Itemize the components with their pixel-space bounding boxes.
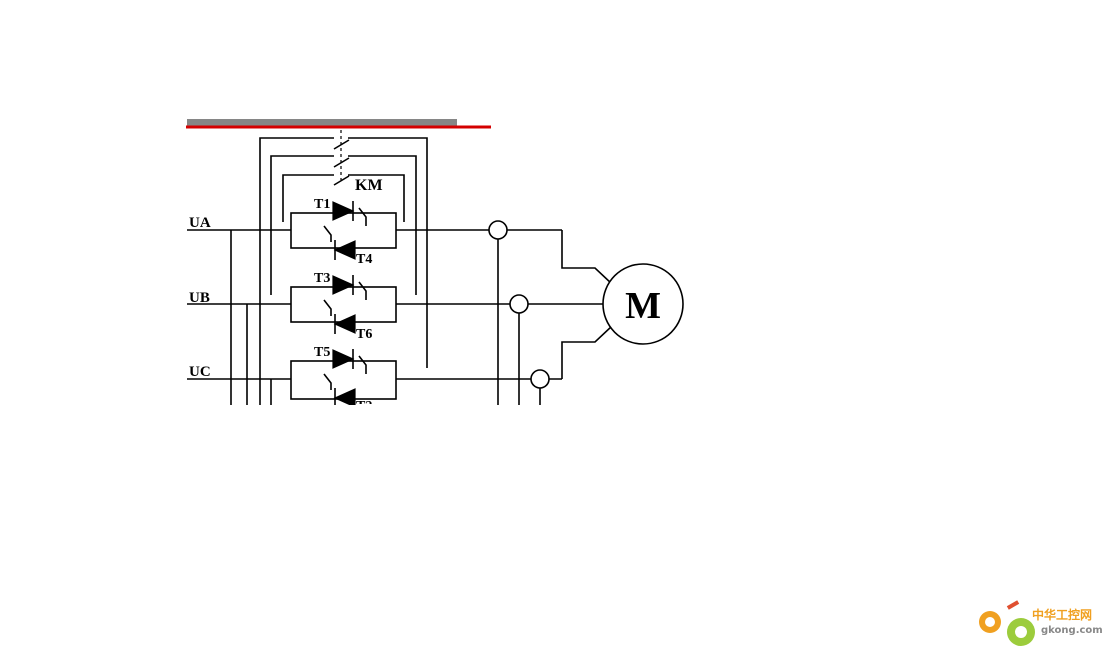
watermark-logo: 中华工控网 gkong.com xyxy=(979,600,1103,646)
thyristor-label-t5: T5 xyxy=(314,345,330,360)
thyristor-label-t6: T6 xyxy=(356,327,372,342)
km-label: KM xyxy=(355,177,383,194)
current-transformers xyxy=(488,220,550,405)
watermark-brand: 中华工控网 xyxy=(1032,607,1092,622)
input-label-ua: UA xyxy=(189,215,211,231)
gear-icon xyxy=(979,600,1035,646)
input-label-ub: UB xyxy=(189,290,210,306)
watermark-domain: gkong.com xyxy=(1041,625,1103,636)
thyristor-label-t1: T1 xyxy=(314,197,330,212)
contactor-km xyxy=(259,130,428,368)
thyristor-label-t2: T2 xyxy=(356,399,372,414)
motor-label: M xyxy=(625,285,661,327)
thyristor-label-t3: T3 xyxy=(314,271,330,286)
phase-lines xyxy=(187,229,613,380)
thyristor-module-c xyxy=(290,349,397,408)
motor: M xyxy=(602,263,684,345)
input-label-uc: UC xyxy=(189,364,211,380)
thyristor-module-b xyxy=(290,275,397,334)
clipped-title-fragment xyxy=(186,119,491,129)
left-vertical-lines xyxy=(230,230,272,405)
thyristor-label-t4: T4 xyxy=(356,252,372,267)
thyristor-module-a xyxy=(290,201,397,260)
